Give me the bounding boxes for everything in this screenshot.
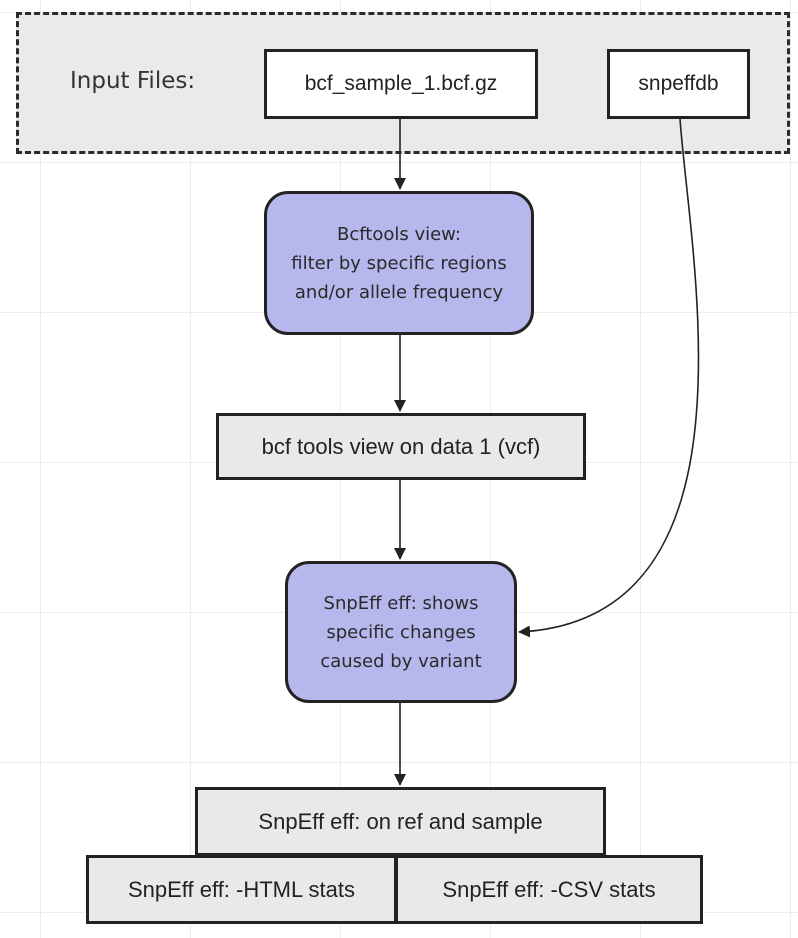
snpeffdb-node[interactable]: snpeffdb	[607, 49, 750, 119]
snpeff-line-1: SnpEff eff: shows	[323, 592, 479, 614]
snpeff-node[interactable]: SnpEff eff: shows specific changes cause…	[285, 561, 517, 703]
bcf-file-node[interactable]: bcf_sample_1.bcf.gz	[264, 49, 538, 119]
snpeff-line-2: specific changes	[326, 621, 476, 643]
snpeff-output-node[interactable]: SnpEff eff: on ref and sample	[195, 787, 606, 856]
bcftools-view-line-1: Bcftools view:	[337, 223, 461, 245]
arrow-snpeffdb-to-snpeff	[518, 118, 700, 638]
html-stats-node[interactable]: SnpEff eff: -HTML stats	[86, 855, 397, 924]
csv-stats-node[interactable]: SnpEff eff: -CSV stats	[395, 855, 703, 924]
bcftools-view-line-3: and/or allele frequency	[294, 281, 504, 303]
snpeff-line-3: caused by variant	[320, 650, 482, 672]
input-files-label: Input Files:	[70, 68, 196, 94]
bcftools-output-node[interactable]: bcf tools view on data 1 (vcf)	[216, 413, 586, 480]
bcftools-view-line-2: filter by specific regions	[291, 252, 507, 274]
bcftools-view-node[interactable]: Bcftools view: filter by specific region…	[264, 191, 534, 335]
